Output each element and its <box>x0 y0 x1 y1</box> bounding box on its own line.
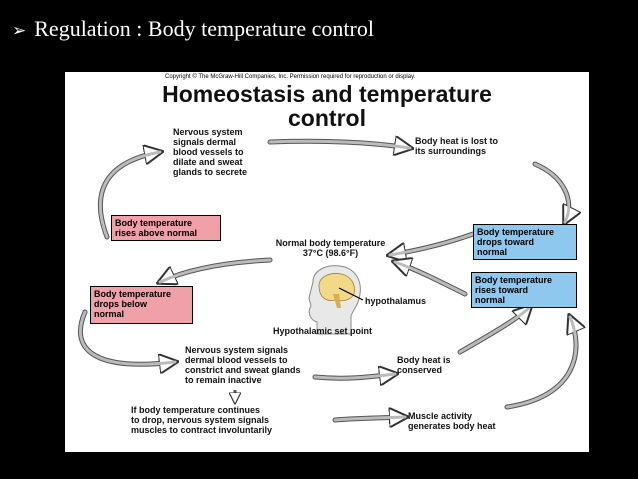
homeostasis-diagram: Copyright © The McGraw-Hill Companies, I… <box>65 72 589 452</box>
slide-title: ➢ Regulation : Body temperature control <box>12 16 374 42</box>
slide-title-text: Regulation : Body temperature control <box>34 16 374 41</box>
arrow-bullet-icon: ➢ <box>12 21 27 41</box>
brain-head-icon <box>308 265 361 335</box>
copyright-notice: Copyright © The McGraw-Hill Companies, I… <box>165 74 416 80</box>
hypothalamus-label: hypothalamus <box>365 296 427 306</box>
arrow-muscle-to-risestoward <box>504 317 576 410</box>
arrow-normal-to-dropsbelow <box>160 257 273 282</box>
hypothalamus-pointer <box>338 287 364 301</box>
figure-title: Homeostasis and temperature control <box>162 81 492 131</box>
set-point-label: Hypothalamic set point <box>273 326 373 336</box>
cycle-arrows <box>78 72 589 452</box>
